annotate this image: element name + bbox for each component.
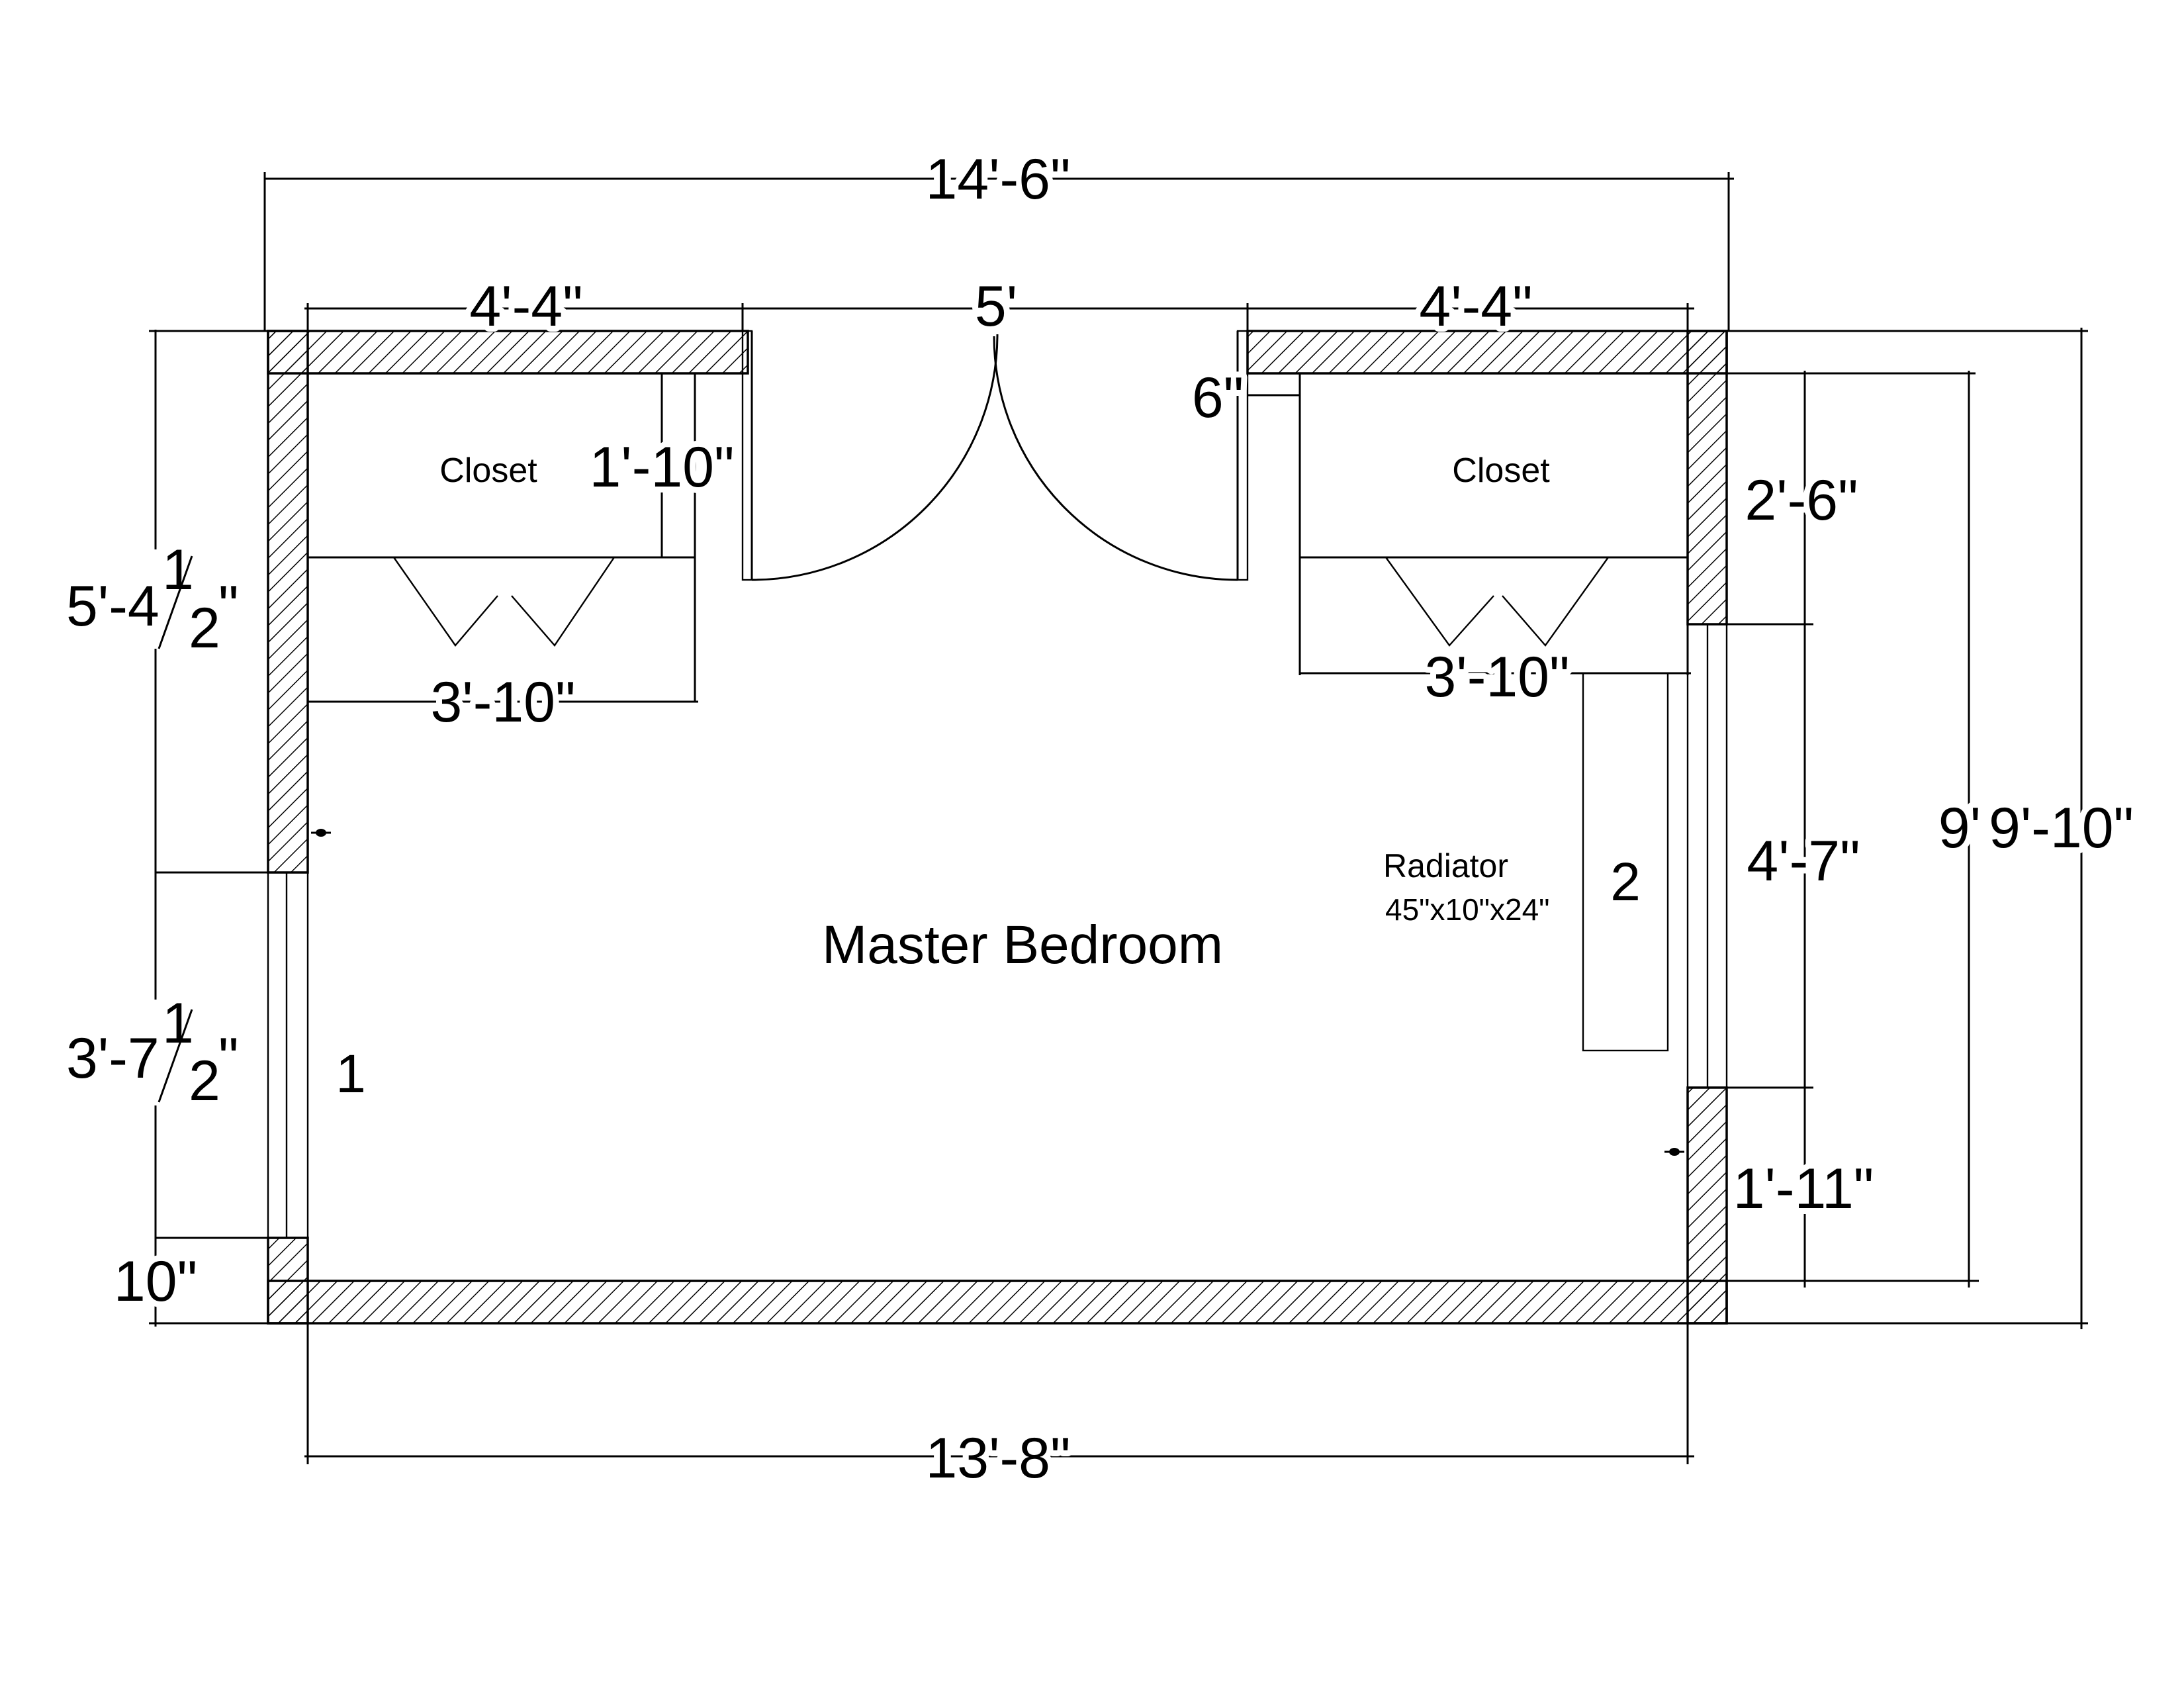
dim-right-lower: 1'-11" — [1733, 1157, 1874, 1221]
dim-interior-width: 13'-8" — [925, 1427, 1070, 1490]
closet-door-right — [1385, 557, 1494, 647]
window-right — [1686, 623, 1728, 1089]
closet-door-right — [1502, 557, 1609, 647]
svg-text:2: 2 — [189, 1049, 220, 1113]
dim-left-window: 3'-7 1 2 " — [66, 992, 251, 1113]
dim-left-wall-top: 4'-4" — [469, 275, 582, 338]
radiator-size: 45"x10"x24" — [1385, 892, 1550, 927]
svg-text:2: 2 — [189, 596, 220, 660]
svg-text:": " — [218, 1027, 239, 1090]
dim-left-upper: 5'-4 1 2 " — [66, 538, 251, 660]
wall-left-upper — [267, 330, 309, 874]
dim-overall-width: 14'-6" — [925, 148, 1070, 211]
door-swing-right — [993, 336, 1238, 581]
dim-left-closet-width: 3'-10" — [430, 671, 575, 734]
walls — [267, 330, 1728, 1325]
window-2-label: 2 — [1610, 852, 1641, 912]
dim-right-window: 4'-7" — [1747, 829, 1860, 893]
dim-door-jamb: 6" — [1192, 366, 1244, 430]
window-left — [267, 871, 309, 1239]
dim-right-wall-top: 4'-4" — [1419, 275, 1532, 338]
dim-door-opening: 5' — [975, 275, 1017, 338]
dim-right-closet-width: 3'-10" — [1424, 645, 1569, 709]
wall-top-right — [1246, 330, 1728, 375]
closet-left-label: Closet — [439, 451, 537, 490]
dim-interior-height: 9' — [1938, 796, 1981, 860]
dim-right-upper: 2'-6" — [1745, 469, 1858, 532]
wall-left-lower — [267, 1237, 309, 1325]
closet-right-label: Closet — [1452, 451, 1550, 490]
radiator-label: Radiator — [1383, 847, 1508, 884]
svg-text:1: 1 — [162, 992, 194, 1055]
latch-icon — [311, 829, 331, 837]
double-door — [741, 330, 1249, 581]
room-title: Master Bedroom — [822, 915, 1223, 975]
closet-door-left — [511, 557, 615, 647]
dimension-lines — [149, 172, 2088, 1464]
latch-icon — [1664, 1148, 1684, 1156]
svg-text:1: 1 — [162, 538, 194, 602]
wall-right-lower — [1686, 1086, 1728, 1325]
dim-overall-height: 9'-10" — [1989, 796, 2134, 860]
svg-text:5'-4: 5'-4 — [66, 575, 159, 638]
dim-left-closet-depth: 1'-10" — [589, 436, 734, 499]
closet-door-left — [393, 557, 498, 647]
closet-right — [1298, 373, 1689, 675]
window-1-label: 1 — [336, 1044, 366, 1104]
closet-left — [308, 373, 696, 702]
door-swing-left — [751, 334, 999, 581]
svg-text:3'-7: 3'-7 — [66, 1027, 159, 1090]
dim-left-lower: 10" — [114, 1250, 197, 1313]
wall-bottom — [267, 1280, 1728, 1325]
wall-right-upper — [1686, 330, 1728, 626]
svg-text:": " — [218, 575, 239, 638]
